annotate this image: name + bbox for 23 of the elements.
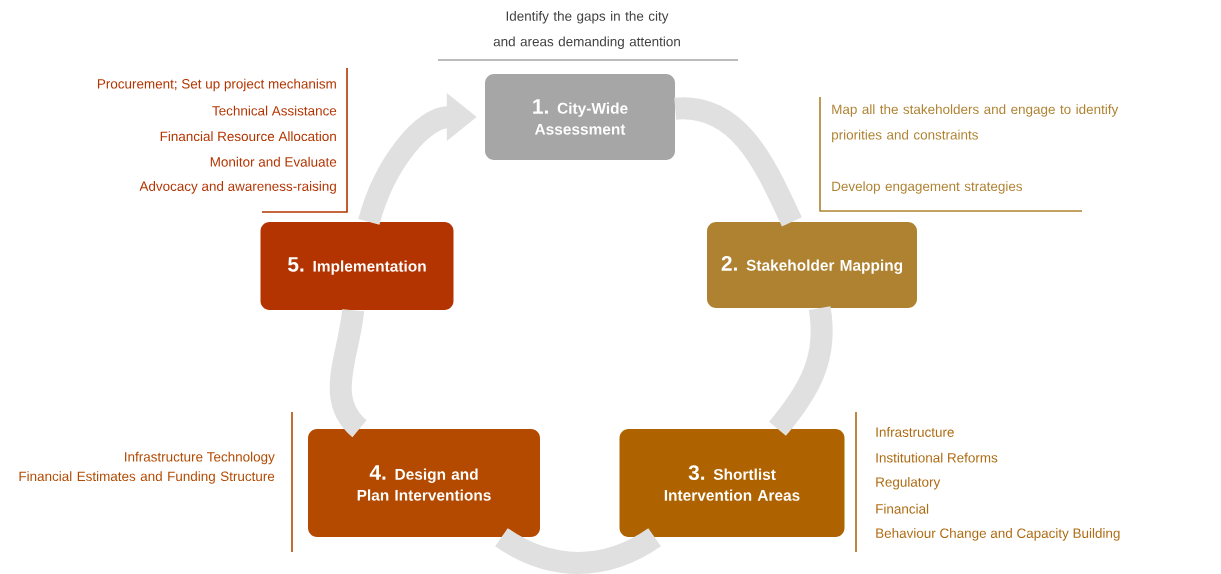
- note-text: Map all the stakeholders and engage to identify priorities and constraints: [832, 104, 1119, 143]
- note-text: Financial Estimates and Funding Structure: [19, 471, 275, 484]
- step-box: 5. Implementation: [260, 222, 454, 310]
- ring-segment: [768, 306, 833, 436]
- note-text: Advocacy and awareness-raising: [139, 181, 336, 194]
- note-text: Regulatory: [876, 476, 941, 490]
- ring-segment: [329, 308, 368, 437]
- note-text: Financial Resource Allocation: [160, 131, 336, 142]
- note-text: Behaviour Change and Capacity Building: [876, 528, 1120, 541]
- note-text: Financial: [876, 503, 929, 514]
- note-text: Technical Assistance: [212, 105, 337, 116]
- step-box: 1. City-Wide Assessment: [485, 74, 675, 160]
- step-box: 2. Stakeholder Mapping: [707, 222, 917, 308]
- note-text: Infrastructure: [876, 427, 954, 437]
- step-box: 4. Design and Plan Interventions: [308, 429, 540, 537]
- note-text: Institutional Reforms: [876, 452, 998, 463]
- note-text: Procurement; Set up project mechanism: [97, 78, 336, 92]
- ring-segment: [495, 527, 661, 574]
- note-text: Identify the gaps in the city and areas demanding attention: [493, 10, 680, 49]
- note-text: Develop engagement strategies: [832, 181, 1023, 194]
- note-text: Monitor and Evaluate: [210, 156, 337, 167]
- note-text: Infrastructure Technology: [125, 451, 275, 465]
- step-box: 3. Shortlist Intervention Areas: [619, 429, 845, 537]
